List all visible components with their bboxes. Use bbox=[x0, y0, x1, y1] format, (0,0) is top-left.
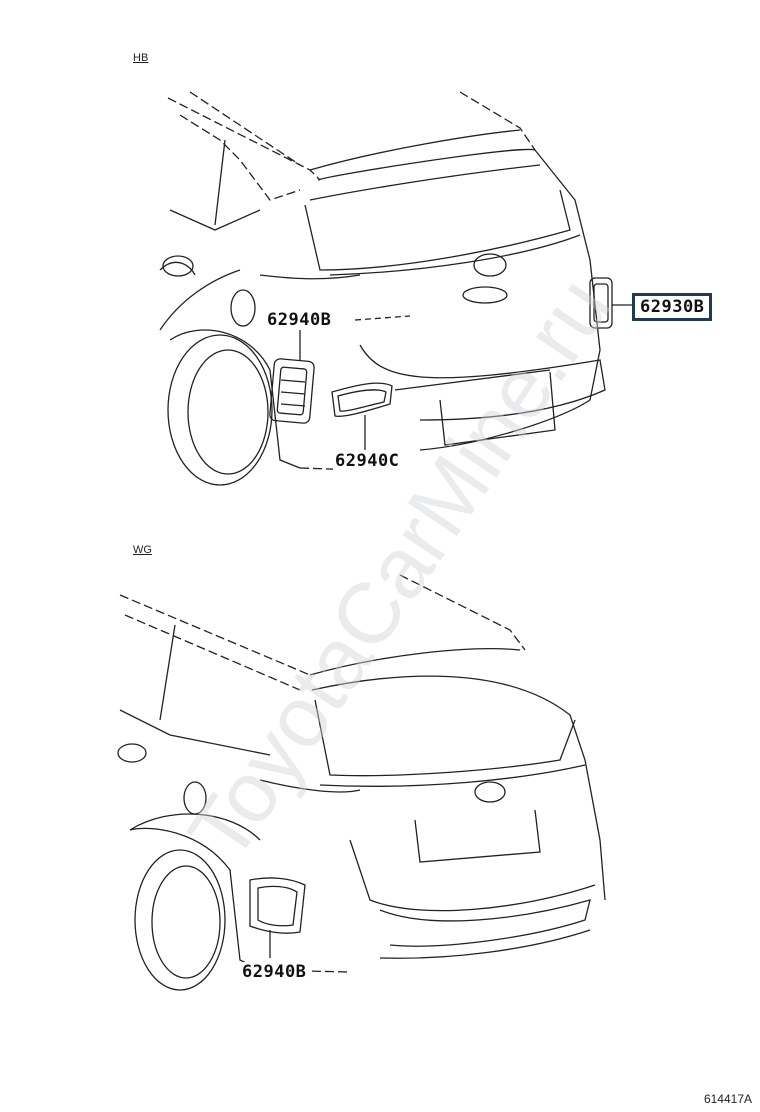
variant-label-wg: WG bbox=[133, 544, 152, 556]
figure-id: 614417A bbox=[703, 1092, 752, 1106]
wg-car-drawing bbox=[0, 540, 760, 1100]
variant-label-hb: HB bbox=[133, 52, 149, 64]
hb-car-drawing bbox=[0, 0, 760, 520]
callout-62930b-hb[interactable]: 62930B bbox=[632, 293, 713, 321]
callout-62940b-wg[interactable]: 62940B bbox=[240, 962, 309, 982]
callout-62940b-hb[interactable]: 62940B bbox=[265, 310, 334, 330]
callout-62940c-hb[interactable]: 62940C bbox=[333, 451, 402, 471]
